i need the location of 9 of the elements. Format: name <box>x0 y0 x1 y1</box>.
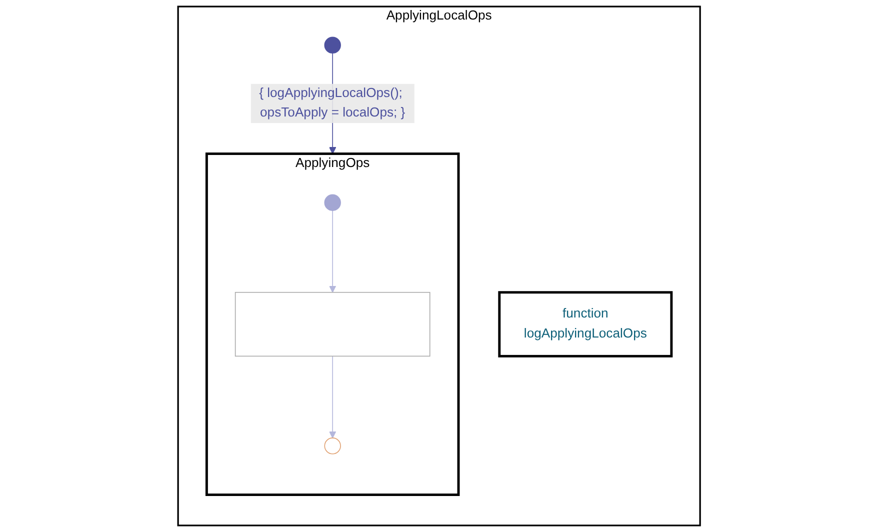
cluster: ApplyingOps <box>206 152 460 496</box>
node-box <box>235 292 431 357</box>
node-circle <box>324 194 342 211</box>
node-box: function logApplyingLocalOps <box>498 291 674 358</box>
node-circle <box>324 36 342 54</box>
arrow <box>329 210 337 293</box>
arrow <box>329 356 337 438</box>
edge-label: { logApplyingLocalOps(); opsToApply = localOps; } <box>260 86 406 120</box>
node-circle <box>324 438 342 454</box>
